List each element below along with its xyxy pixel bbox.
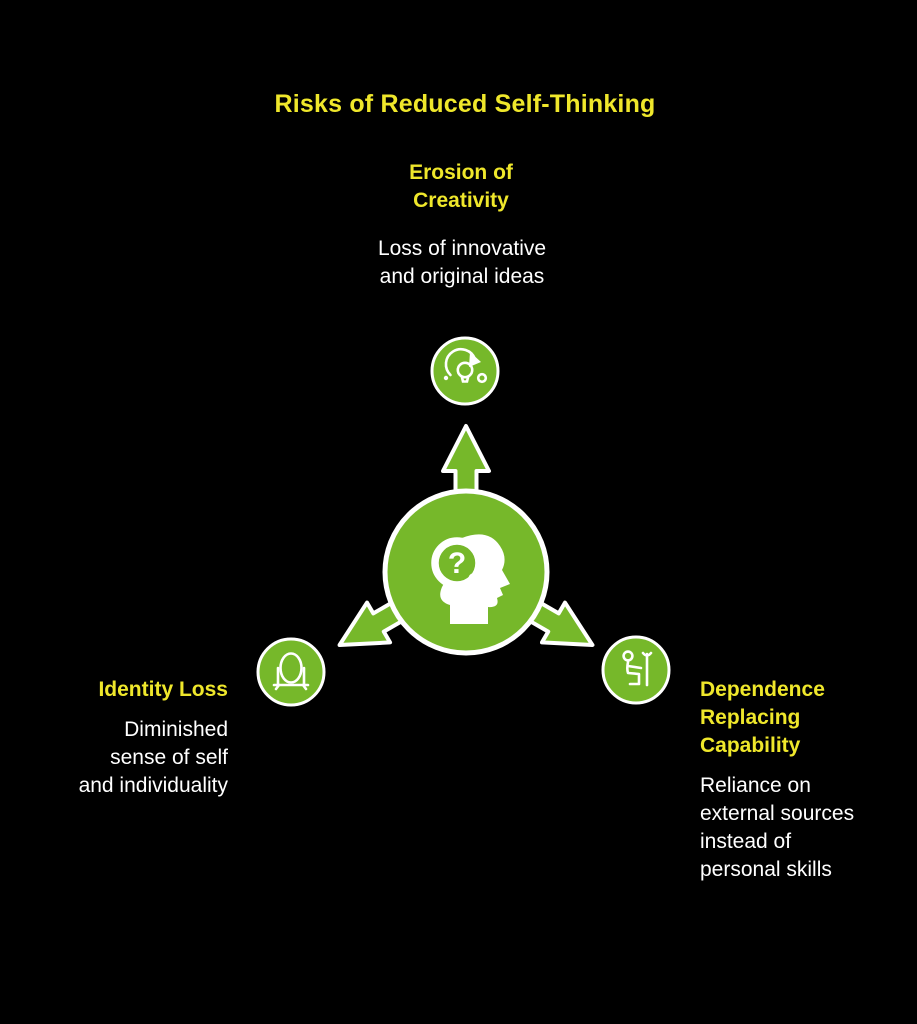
branch-right-description: Reliance on external sources instead of …	[700, 774, 855, 881]
branch-left-description: Diminished sense of self and individuali…	[78, 718, 228, 797]
magnifier-lens	[431, 537, 483, 589]
right-node-circle	[601, 635, 671, 705]
branch-right-heading: Dependence Replacing Capability	[700, 678, 825, 757]
person-crutch-icon	[622, 650, 653, 687]
question-mark-glyph: ?	[448, 547, 466, 580]
mirror-icon	[272, 652, 310, 691]
left-node-circle	[256, 637, 326, 707]
branch-top-heading: Erosion of Creativity	[409, 161, 513, 212]
branch-left-heading: Identity Loss	[98, 678, 228, 701]
page-title: Risks of Reduced Self-Thinking	[274, 90, 656, 118]
lightbulb-cycle-icon	[443, 347, 488, 384]
top-node-circle	[430, 336, 500, 406]
branch-right-node	[601, 635, 671, 705]
head-question-magnifier-icon: ?	[431, 534, 510, 624]
branch-top-description: Loss of innovative and original ideas	[377, 237, 547, 288]
branch-left-node	[256, 637, 326, 707]
magnifier-handle	[468, 573, 492, 598]
branch-top-node	[430, 336, 500, 406]
